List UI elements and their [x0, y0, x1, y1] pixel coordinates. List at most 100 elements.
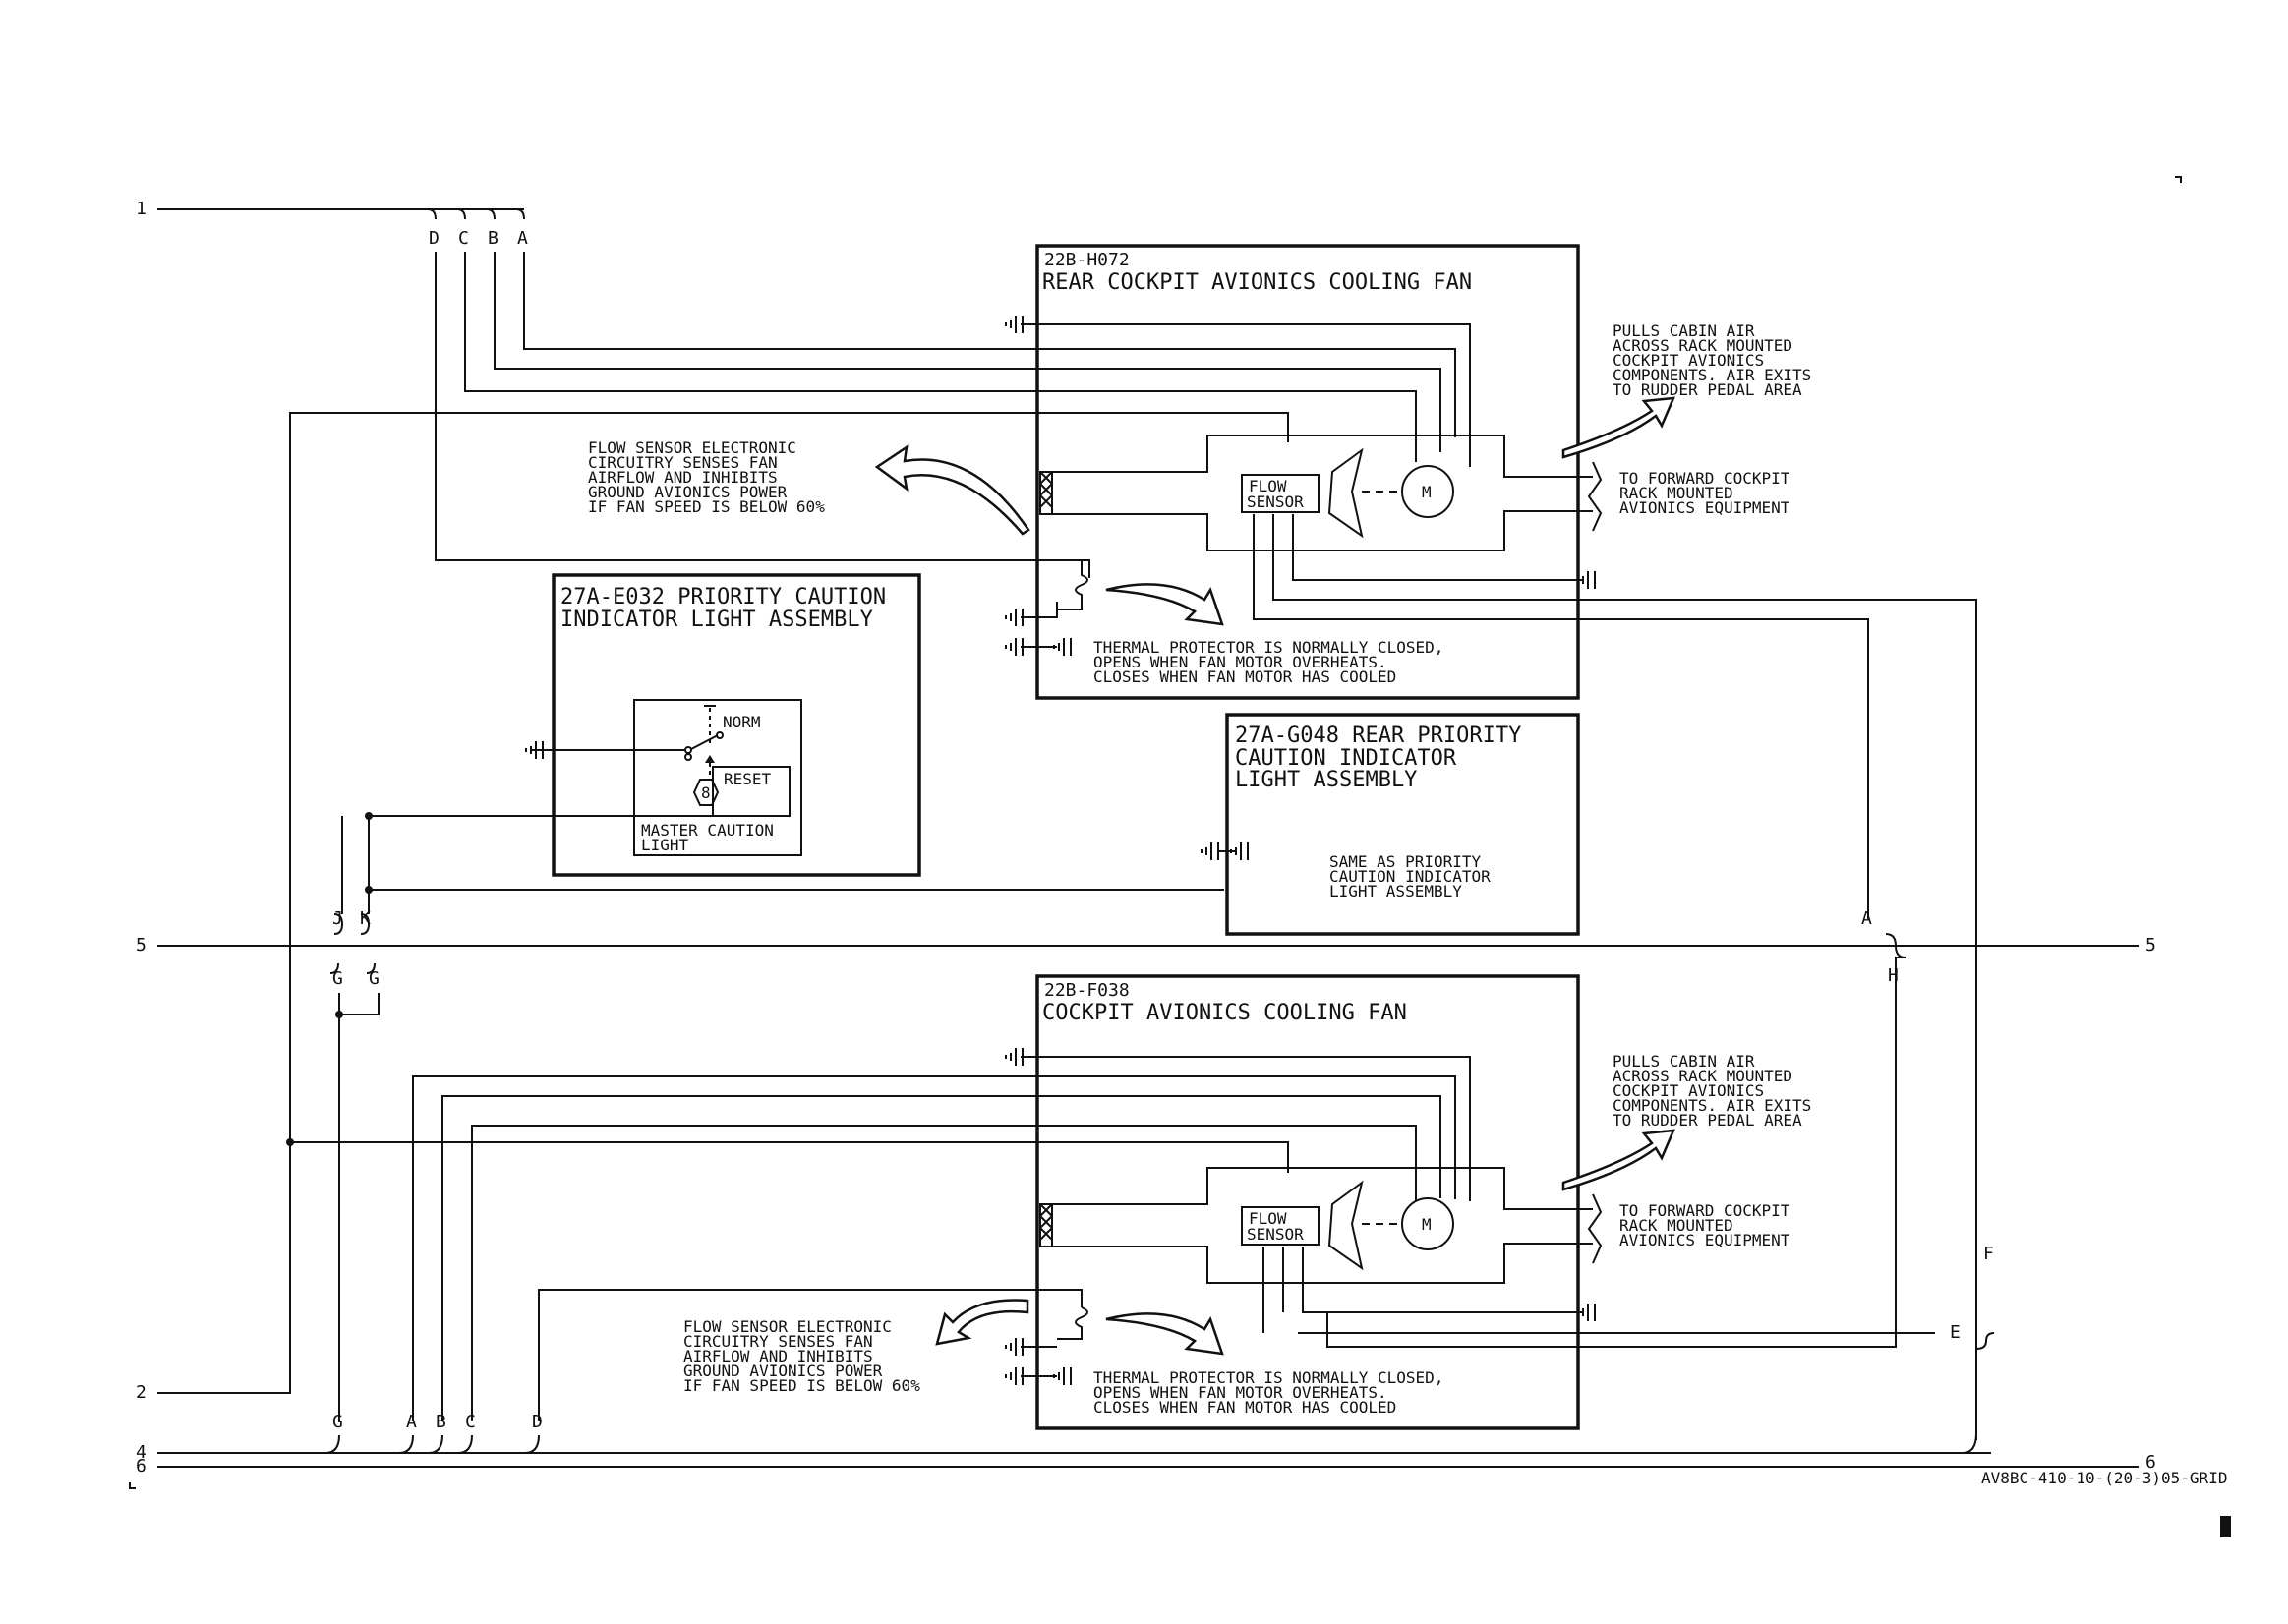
front-note-pulls-1: PULLS CABIN AIR — [1613, 1052, 1755, 1071]
pin-k: K — [360, 908, 371, 929]
reset-label: RESET — [724, 770, 772, 788]
ground-icon — [1005, 637, 1024, 657]
top-pin-c: C — [458, 228, 469, 249]
bottom-pin-d: D — [532, 1412, 543, 1432]
rear-fan-wires — [435, 252, 1471, 648]
airflow-arrow-icon — [1561, 396, 1675, 459]
callout-arrow-icon — [1105, 583, 1224, 626]
front-thermal-protector — [1057, 1306, 1088, 1340]
front-note-pulls-5: TO RUDDER PEDAL AREA — [1613, 1111, 1802, 1130]
page-marker — [2220, 1516, 2231, 1537]
jk-wiring: J K G G — [329, 812, 1224, 1421]
rear-flow-label-1: FLOW — [1249, 477, 1287, 495]
front-note-forward-2: RACK MOUNTED — [1619, 1216, 1733, 1235]
rear-note-forward-1: TO FORWARD COCKPIT — [1619, 469, 1790, 488]
pin-a-right: A — [1861, 908, 1872, 929]
front-note-flow-3: AIRFLOW AND INHIBITS — [683, 1347, 873, 1365]
rear-fan-title: REAR COCKPIT AVIONICS COOLING FAN — [1042, 270, 1472, 295]
rear-priority-title-2: CAUTION INDICATOR — [1235, 746, 1457, 771]
rear-note-pulls-5: TO RUDDER PEDAL AREA — [1613, 380, 1802, 399]
rear-priority-note-1: SAME AS PRIORITY — [1329, 852, 1481, 871]
rear-note-pulls-3: COCKPIT AVIONICS — [1613, 351, 1764, 370]
ground-icon — [1005, 608, 1024, 627]
rear-note-flow-5: IF FAN SPEED IS BELOW 60% — [588, 497, 825, 516]
rear-note-flow-4: GROUND AVIONICS POWER — [588, 483, 788, 501]
rear-note-flow-1: FLOW SENSOR ELECTRONIC — [588, 438, 796, 457]
top-connector: D C B A — [427, 208, 528, 249]
front-fan-ref: 22B-F038 — [1044, 980, 1130, 1001]
front-note-thermal-2: OPENS WHEN FAN MOTOR OVERHEATS. — [1093, 1383, 1387, 1402]
rear-note-flow-2: CIRCUITRY SENSES FAN — [588, 453, 778, 472]
ground-icon — [1005, 315, 1024, 334]
priority-title-1: 27A-E032 PRIORITY CAUTION — [560, 585, 886, 609]
front-note-pulls-4: COMPONENTS. AIR EXITS — [1613, 1096, 1811, 1115]
rear-flow-sensor — [1241, 474, 1320, 513]
pin-h-right: H — [1888, 965, 1899, 986]
line-5-left-label: 5 — [136, 935, 147, 956]
rear-note-thermal-2: OPENS WHEN FAN MOTOR OVERHEATS. — [1093, 653, 1387, 671]
pin-g-1: G — [332, 968, 343, 989]
rear-note-forward-2: RACK MOUNTED — [1619, 484, 1733, 502]
front-flow-label-1: FLOW — [1249, 1209, 1287, 1228]
rear-motor-label: M — [1422, 483, 1432, 501]
rear-fan-assembly: 22B-H072 REAR COCKPIT AVIONICS COOLING F… — [1005, 244, 1977, 1440]
bus-wires — [157, 208, 2139, 1468]
front-fan-notes: PULLS CABIN AIR ACROSS RACK MOUNTED COCK… — [683, 1052, 1811, 1417]
rear-note-pulls-4: COMPONENTS. AIR EXITS — [1613, 366, 1811, 384]
ground-icon — [1005, 1366, 1024, 1386]
right-connectors: A H F E — [1298, 904, 1995, 1454]
line-6-right-label: 6 — [2145, 1452, 2156, 1473]
norm-label: NORM — [723, 713, 761, 731]
front-note-flow-2: CIRCUITRY SENSES FAN — [683, 1332, 873, 1351]
pin-j: J — [332, 908, 343, 929]
front-note-forward-3: AVIONICS EQUIPMENT — [1619, 1231, 1790, 1249]
bottom-pin-c: C — [465, 1412, 476, 1432]
rear-note-pulls-1: PULLS CABIN AIR — [1613, 321, 1755, 340]
line-1-label: 1 — [136, 199, 147, 219]
front-note-flow-5: IF FAN SPEED IS BELOW 60% — [683, 1376, 920, 1395]
rear-flow-label-2: SENSOR — [1247, 493, 1304, 511]
front-fan-title: COCKPIT AVIONICS COOLING FAN — [1042, 1001, 1407, 1025]
pin-e-right: E — [1950, 1322, 1961, 1343]
front-flow-label-2: SENSOR — [1247, 1225, 1304, 1244]
line-2-label: 2 — [136, 1382, 147, 1403]
rear-priority-note-2: CAUTION INDICATOR — [1329, 867, 1491, 886]
rear-note-forward-3: AVIONICS EQUIPMENT — [1619, 498, 1790, 517]
pin-g-2: G — [369, 968, 380, 989]
rear-note-thermal-3: CLOSES WHEN FAN MOTOR HAS COOLED — [1093, 667, 1396, 686]
rear-priority-note-3: LIGHT ASSEMBLY — [1329, 882, 1462, 900]
master-caution-1: MASTER CAUTION — [641, 821, 774, 840]
bulb-label: 8 — [701, 783, 711, 802]
top-pin-b: B — [488, 228, 499, 249]
bottom-pin-b: B — [436, 1412, 446, 1432]
front-motor-icon — [1401, 1197, 1454, 1250]
ground-icon — [1005, 1337, 1024, 1357]
rear-note-pulls-2: ACROSS RACK MOUNTED — [1613, 336, 1792, 355]
rear-fan-ref: 22B-H072 — [1044, 250, 1130, 270]
bottom-connector: G A B C D — [324, 1412, 543, 1454]
drawing-id: AV8BC-410-10-(20-3)05-GRID — [1981, 1469, 2227, 1487]
airflow-arrow-icon — [1561, 1129, 1675, 1191]
front-note-pulls-2: ACROSS RACK MOUNTED — [1613, 1067, 1792, 1085]
priority-caution-light-assembly: 27A-E032 PRIORITY CAUTION INDICATOR LIGH… — [525, 573, 921, 877]
rear-note-thermal-1: THERMAL PROTECTOR IS NORMALLY CLOSED, — [1093, 638, 1443, 657]
line-4-label: 4 — [136, 1442, 147, 1463]
rear-thermal-protector — [1057, 560, 1088, 610]
callout-arrow-icon — [874, 444, 1030, 536]
fan-blade-icon — [1327, 1180, 1364, 1271]
front-note-thermal-1: THERMAL PROTECTOR IS NORMALLY CLOSED, — [1093, 1368, 1443, 1387]
top-pin-a: A — [517, 228, 528, 249]
priority-title-2: INDICATOR LIGHT ASSEMBLY — [560, 608, 873, 632]
front-motor-label: M — [1422, 1215, 1432, 1234]
master-caution-2: LIGHT — [641, 836, 689, 854]
rear-fan-notes: PULLS CABIN AIR ACROSS RACK MOUNTED COCK… — [588, 321, 1811, 686]
front-note-thermal-3: CLOSES WHEN FAN MOTOR HAS COOLED — [1093, 1398, 1396, 1417]
front-note-flow-4: GROUND AVIONICS POWER — [683, 1362, 883, 1380]
bottom-pin-g: G — [332, 1412, 343, 1432]
top-pin-d: D — [429, 228, 440, 249]
rear-priority-title-1: 27A-G048 REAR PRIORITY — [1235, 724, 1521, 748]
front-fan-assembly: 22B-F038 COCKPIT AVIONICS COOLING FAN FL… — [286, 974, 1603, 1430]
pin-f-right: F — [1983, 1244, 1994, 1264]
line-5-right-label: 5 — [2145, 935, 2156, 956]
